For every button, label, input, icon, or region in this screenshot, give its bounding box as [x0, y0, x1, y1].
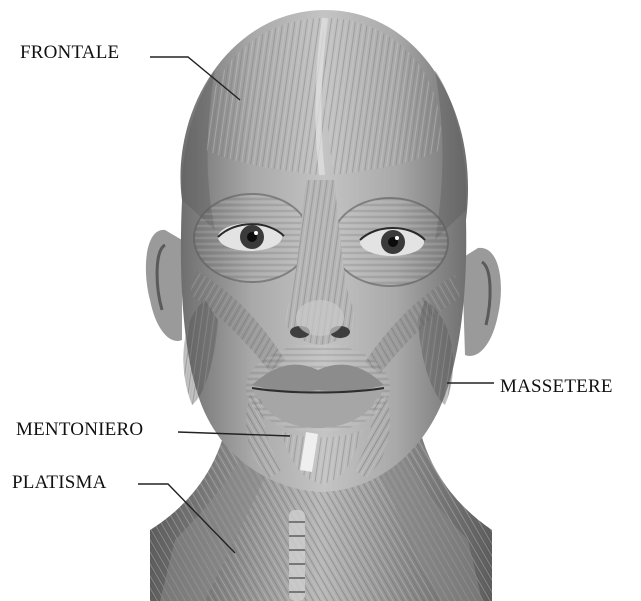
label-platisma: PLATISMA [12, 472, 107, 494]
head [180, 10, 468, 492]
mouth [246, 344, 390, 432]
label-frontale: FRONTALE [20, 42, 119, 64]
ear-right [462, 248, 501, 356]
label-mentoniero: MENTONIERO [16, 419, 143, 441]
ear-left [146, 230, 182, 341]
label-massetere: MASSETERE [500, 376, 613, 398]
